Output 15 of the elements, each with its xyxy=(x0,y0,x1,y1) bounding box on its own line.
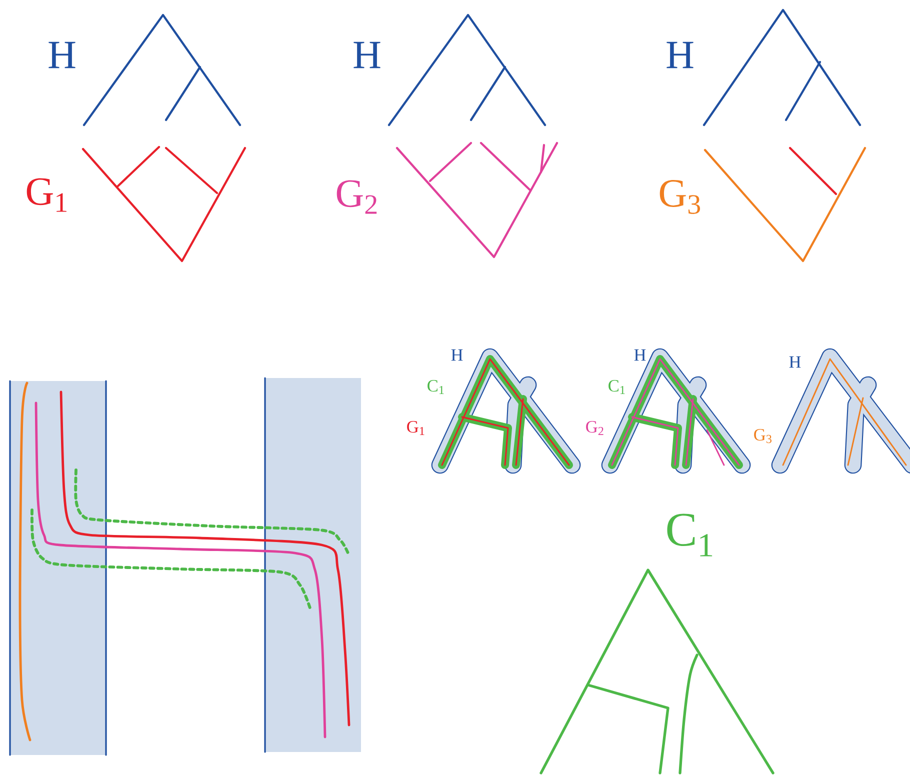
tree-label: H xyxy=(451,349,463,361)
tree-label: G$_{2}$ xyxy=(586,421,604,435)
tree-label: H xyxy=(789,356,801,368)
tree-label: C$_{1}$ xyxy=(428,380,444,394)
tree-label: H xyxy=(634,349,646,361)
tree-label: G$_{3}$ xyxy=(660,180,700,214)
tree-label: C$_{1}$ xyxy=(667,514,712,556)
tree-label: G$_{1}$ xyxy=(407,421,424,435)
tree-label: H xyxy=(354,42,380,68)
tree-label: G$_{1}$ xyxy=(26,178,66,212)
tree-label: G$_{2}$ xyxy=(336,180,377,214)
tree-label: H xyxy=(666,42,694,68)
tree-label: G$_{3}$ xyxy=(754,428,772,444)
tree-label: H xyxy=(48,42,76,68)
tree-label: C$_{1}$ xyxy=(608,380,625,394)
